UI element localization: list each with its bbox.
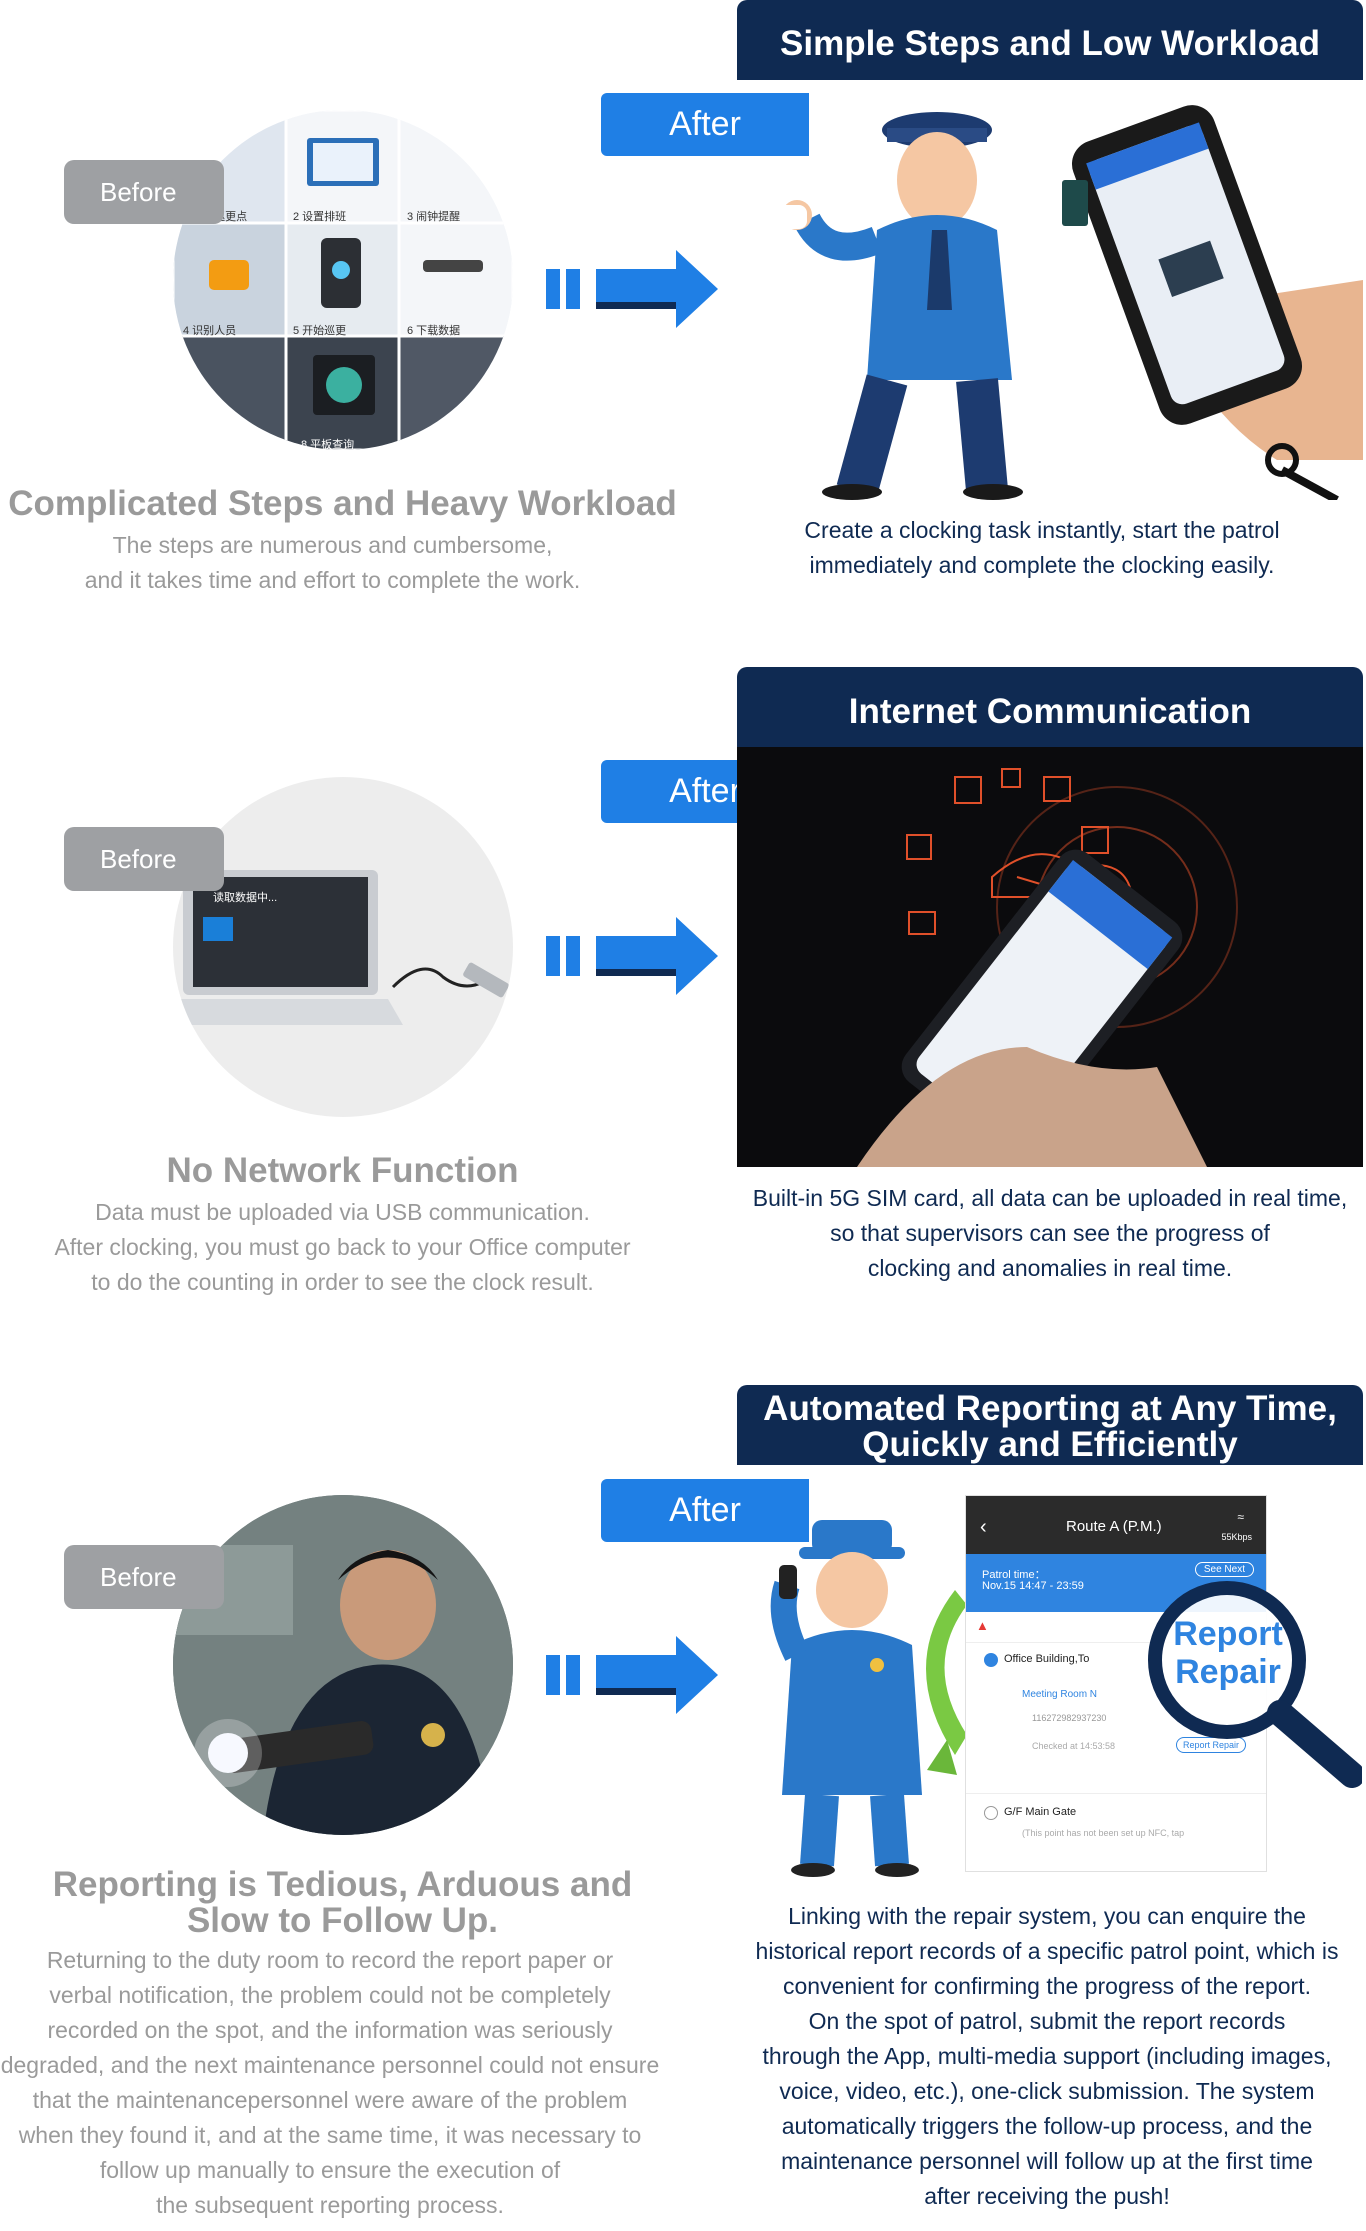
desc-line: the subsequent reporting process. <box>156 2192 504 2218</box>
before-guard-photo <box>173 1495 513 1835</box>
desc-line: maintenance personnel will follow up at … <box>781 2148 1313 2174</box>
desc-line: automatically triggers the follow-up pro… <box>781 2113 1313 2139</box>
desc-line: Linking with the repair system, you can … <box>788 1903 1306 1929</box>
banner-simple-steps: Simple Steps and Low Workload <box>737 0 1363 80</box>
wifi-icon: ≈ <box>1237 1510 1244 1524</box>
before-title: No Network Function <box>166 1151 519 1190</box>
laptop-screen-text: 读取数据中... <box>213 892 278 904</box>
step-label-6: 6 下载数据 <box>407 325 461 337</box>
point-1-id: 116272982937230 <box>1032 1713 1107 1723</box>
before-label: Before <box>64 1545 224 1609</box>
banner-line: Automated Reporting at Any Time, <box>763 1389 1337 1428</box>
desc-line: voice, video, etc.), one-click submissio… <box>779 2078 1315 2104</box>
before-description: Data must be uploaded via USB communicat… <box>0 1195 685 1300</box>
desc-line: Returning to the duty room to record the… <box>46 1947 614 1973</box>
after-report-image: ‹ Route A (P.M.) ≈ 55Kbps Patrol time： N… <box>737 1465 1363 1885</box>
location-2-name: G/F Main Gate <box>1004 1806 1077 1818</box>
banner-line: Quickly and Efficiently <box>862 1425 1238 1464</box>
desc-line: and it takes time and effort to complete… <box>84 567 581 593</box>
after-label: After <box>601 1479 809 1542</box>
desc-line: to do the counting in order to see the c… <box>91 1269 594 1295</box>
before-label: Before <box>64 827 224 891</box>
title-line: Reporting is Tedious, Arduous and <box>52 1865 633 1904</box>
desc-line: immediately and complete the clocking ea… <box>809 552 1275 578</box>
location-block-2: G/F Main Gate (This point has not been s… <box>966 1793 1266 1854</box>
after-label: After <box>601 93 809 156</box>
desc-line: after receiving the push! <box>924 2183 1170 2209</box>
checked-time: Checked at 14:53:58 <box>1032 1741 1116 1751</box>
arrow-right-icon <box>546 1636 718 1714</box>
desc-line: through the App, multi-media support (in… <box>762 2043 1332 2069</box>
desc-line: The steps are numerous and cumbersome, <box>112 532 553 558</box>
speed-readout: 55Kbps <box>1221 1532 1252 1542</box>
app-header: ‹ Route A (P.M.) ≈ 55Kbps <box>966 1496 1266 1554</box>
location-2-note: (This point has not been set up NFC, tap <box>1022 1828 1185 1838</box>
before-description: Returning to the duty room to record the… <box>0 1943 660 2223</box>
before-steps-image: 1 安装巡更点 2 设置排班 3 闹钟提醒 4 识别人员 5 开始巡更 6 下载… <box>173 110 513 450</box>
location-1-name: Office Building,To <box>1004 1653 1090 1665</box>
after-network-image <box>737 747 1363 1167</box>
desc-line: recorded on the spot, and the informatio… <box>47 2017 613 2043</box>
desc-line: historical report records of a specific … <box>755 1938 1339 1964</box>
step-number-2 <box>984 1806 998 1820</box>
step-label-3: 3 闹钟提醒 <box>407 211 461 223</box>
desc-line: convenient for confirming the progress o… <box>782 1973 1311 1999</box>
magnifier-line: Report <box>1173 1615 1283 1653</box>
after-description: Create a clocking task instantly, start … <box>737 513 1347 583</box>
before-description: The steps are numerous and cumbersome, a… <box>0 528 665 598</box>
before-label: Before <box>64 160 224 224</box>
desc-line: Data must be uploaded via USB communicat… <box>95 1199 590 1225</box>
location-block-1: Office Building,To Meeting Room N 116272… <box>966 1642 1266 1793</box>
after-description: Built-in 5G SIM card, all data can be up… <box>737 1181 1363 1286</box>
warning-icon: ▲ <box>976 1618 989 1633</box>
desc-line: verbal notification, the problem could n… <box>49 1982 611 2008</box>
report-repair-button[interactable]: Report Repair <box>1176 1737 1247 1753</box>
desc-line: that the maintenancepersonnel were aware… <box>32 2087 628 2113</box>
point-1-name: Meeting Room N <box>1022 1689 1098 1700</box>
step-label-5: 5 开始巡更 <box>293 325 347 337</box>
route-title: Route A (P.M.) <box>1066 1518 1162 1535</box>
after-description: Linking with the repair system, you can … <box>737 1899 1357 2214</box>
step-label-8: 8 平板查询 <box>301 439 355 450</box>
desc-line: degraded, and the next maintenance perso… <box>0 2052 660 2078</box>
arrow-right-icon <box>546 917 718 995</box>
after-patrol-image <box>737 80 1363 500</box>
arrow-right-icon <box>546 250 718 328</box>
before-title: Complicated Steps and Heavy Workload <box>8 484 677 523</box>
desc-line: when they found it, and at the same time… <box>18 2122 642 2148</box>
step-label-4: 4 识别人员 <box>183 325 237 337</box>
title-line: Slow to Follow Up. <box>186 1901 499 1940</box>
back-arrow-icon[interactable]: ‹ <box>980 1516 987 1538</box>
desc-line: clocking and anomalies in real time. <box>867 1255 1233 1281</box>
patrol-time-label: Patrol time： <box>982 1569 1046 1581</box>
warning-row: ▲ <box>966 1612 1266 1642</box>
see-next-button[interactable]: See Next <box>1194 1562 1254 1577</box>
desc-line: Built-in 5G SIM card, all data can be up… <box>752 1185 1348 1211</box>
step-label-2: 2 设置排班 <box>293 211 347 223</box>
banner-automated-reporting: Automated Reporting at Any Time, Quickly… <box>737 1385 1363 1465</box>
patrol-time-value: Nov.15 14:47 - 23:59 <box>982 1580 1084 1592</box>
desc-line: After clocking, you must go back to your… <box>54 1234 631 1260</box>
magnifier-line: Repair <box>1175 1653 1281 1691</box>
desc-line: Create a clocking task instantly, start … <box>804 517 1280 543</box>
banner-internet-communication: Internet Communication <box>737 667 1363 747</box>
before-title: Reporting is Tedious, Arduous and Slow t… <box>0 1867 685 1939</box>
desc-line: follow up manually to ensure the executi… <box>99 2157 561 2183</box>
steps-grid-graphic <box>173 110 513 450</box>
step-number-1 <box>984 1653 998 1667</box>
magnifier-label: Report Repair <box>1162 1615 1294 1691</box>
magnifier-icon: Report Repair <box>1142 1575 1362 1788</box>
before-laptop-image: 读取数据中... <box>173 777 513 1117</box>
desc-line: On the spot of patrol, submit the report… <box>808 2008 1286 2034</box>
desc-line: so that supervisors can see the progress… <box>830 1220 1270 1246</box>
